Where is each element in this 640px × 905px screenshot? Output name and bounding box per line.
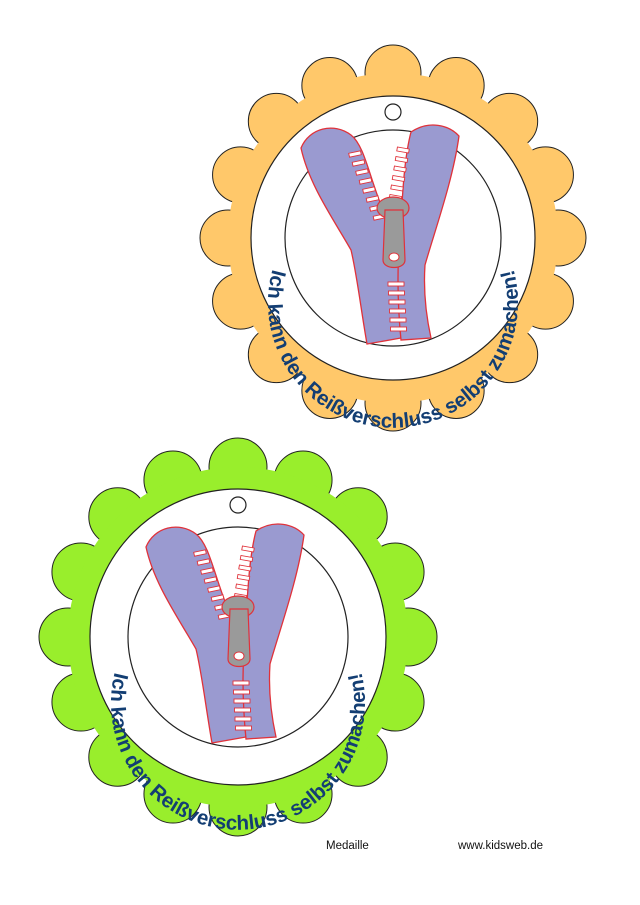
zipper-tooth <box>193 549 207 557</box>
footer-website: www.kidsweb.de <box>458 840 544 852</box>
medal-green[interactable]: Ich kann den Reißverschluss selbst zumac… <box>38 437 438 837</box>
zipper-tooth <box>238 564 252 572</box>
zipper-tooth <box>210 594 225 602</box>
zipper-tooth <box>394 155 409 164</box>
zipper-pull-hole <box>388 252 400 262</box>
hanging-hole <box>384 103 402 121</box>
zipper-tooth <box>232 680 250 686</box>
zipper-tooth <box>358 177 373 185</box>
zipper-tooth <box>348 150 362 158</box>
zipper-tooth <box>200 567 214 575</box>
zipper-tooth <box>233 689 250 695</box>
zipper-tooth <box>391 174 406 183</box>
zipper-tooth <box>241 545 255 553</box>
zipper-tooth <box>234 707 251 713</box>
medal-orange[interactable]: Ich kann den Reißverschluss selbst zumac… <box>199 44 587 433</box>
hanging-hole <box>229 496 247 514</box>
zipper-tooth <box>393 165 407 173</box>
zipper-tooth <box>207 585 221 593</box>
footer-label: Medaille <box>326 840 369 852</box>
zipper-tooth <box>396 146 410 154</box>
zipper-tooth <box>389 317 407 323</box>
zipper-tooth <box>362 186 376 194</box>
zipper-tooth <box>236 573 251 582</box>
zipper-tooth <box>388 290 405 296</box>
zipper-pull-tab <box>382 209 406 269</box>
zipper-tooth <box>390 326 407 332</box>
zipper-tooth <box>196 558 211 566</box>
zipper-tooth <box>387 281 405 287</box>
zipper-tooth <box>388 299 406 305</box>
zipper-tooth <box>390 184 404 192</box>
zipper-tooth <box>355 168 369 176</box>
zipper-tooth <box>233 698 251 704</box>
zipper-tooth <box>351 159 366 167</box>
zipper-tooth <box>235 583 249 591</box>
zipper-tooth <box>365 195 380 203</box>
zipper-tooth <box>235 725 252 731</box>
zipper-tooth <box>234 716 252 722</box>
zipper-tooth <box>239 554 254 563</box>
zipper-tooth <box>203 576 218 584</box>
zipper-tooth <box>389 308 406 314</box>
zipper-pull-tab <box>227 608 251 668</box>
zipper-icon <box>300 124 460 345</box>
zipper-pull-hole <box>233 651 245 661</box>
zipper-icon <box>145 523 305 744</box>
